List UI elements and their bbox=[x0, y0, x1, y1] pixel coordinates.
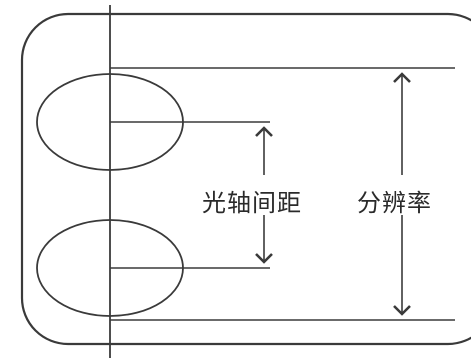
optical-axis-spacing-label: 光轴间距 bbox=[202, 189, 302, 217]
device-frame bbox=[20, 12, 471, 346]
resolution-label: 分辨率 bbox=[357, 189, 432, 217]
